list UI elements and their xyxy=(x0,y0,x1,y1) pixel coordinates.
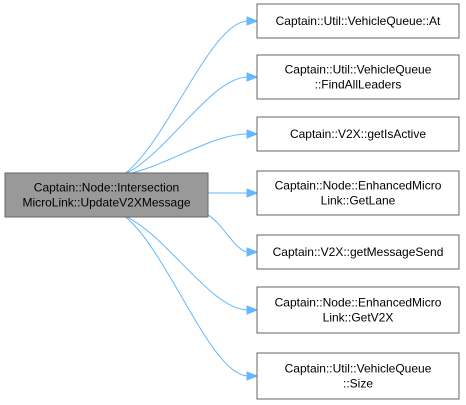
callee-node-5-label-line-1: Captain::V2X::getMessageSend xyxy=(273,245,444,259)
callee-node-5[interactable]: Captain::V2X::getMessageSend xyxy=(256,234,460,270)
source-function-node[interactable]: Captain::Node::IntersectionMicroLink::Up… xyxy=(4,172,209,218)
call-edge-6 xyxy=(122,214,249,311)
callee-node-1[interactable]: Captain::Util::VehicleQueue::At xyxy=(256,3,460,39)
callee-node-2-label-line-1: Captain::Util::VehicleQueue xyxy=(285,63,432,77)
call-edge-2 xyxy=(122,76,249,176)
call-edge-arrowhead-7 xyxy=(246,371,259,381)
source-function-node-label-line-2: MicroLink::UpdateV2XMessage xyxy=(22,196,190,210)
call-edge-arrowhead-2 xyxy=(246,72,259,82)
call-edge-3 xyxy=(122,133,249,176)
callee-node-3-box xyxy=(256,116,460,152)
callee-node-1-box xyxy=(256,3,460,39)
callee-node-7[interactable]: Captain::Util::VehicleQueue::Size xyxy=(256,352,460,400)
callee-node-2[interactable]: Captain::Util::VehicleQueue::FindAllLead… xyxy=(256,54,460,100)
call-edge-arrowhead-5 xyxy=(246,247,259,257)
callee-node-6-box xyxy=(256,286,460,334)
callee-node-6-label-line-2: Link::GetV2X xyxy=(323,311,394,325)
source-function-node-box xyxy=(4,172,209,218)
call-edge-5 xyxy=(207,214,249,253)
call-edges xyxy=(122,16,259,381)
source-function-node-label-line-1: Captain::Node::Intersection xyxy=(34,181,179,195)
call-edge-arrowhead-3 xyxy=(246,129,259,139)
callee-node-3-label-line-1: Captain::V2X::getIsActive xyxy=(290,127,426,141)
callee-node-1-label-line-1: Captain::Util::VehicleQueue::At xyxy=(276,14,441,28)
callee-node-2-label-line-2: ::FindAllLeaders xyxy=(315,78,402,92)
callee-node-4[interactable]: Captain::Node::EnhancedMicroLink::GetLan… xyxy=(256,170,460,216)
call-edge-arrowhead-4 xyxy=(246,188,259,198)
call-edge-arrowhead-6 xyxy=(246,305,259,315)
function-nodes: Captain::Node::IntersectionMicroLink::Up… xyxy=(4,3,460,400)
call-edge-1 xyxy=(122,20,249,176)
callee-node-7-label-line-2: ::Size xyxy=(343,377,373,391)
callee-node-3[interactable]: Captain::V2X::getIsActive xyxy=(256,116,460,152)
call-edge-arrowhead-1 xyxy=(246,16,259,26)
callee-node-4-box xyxy=(256,170,460,216)
callee-node-4-label-line-2: Link::GetLane xyxy=(321,194,396,208)
callee-node-7-box xyxy=(256,352,460,400)
call-edge-7 xyxy=(122,214,249,377)
callee-node-7-label-line-1: Captain::Util::VehicleQueue xyxy=(285,362,432,376)
callee-node-5-box xyxy=(256,234,460,270)
callee-node-6-label-line-1: Captain::Node::EnhancedMicro xyxy=(275,296,442,310)
callee-node-4-label-line-1: Captain::Node::EnhancedMicro xyxy=(275,179,442,193)
callee-node-2-box xyxy=(256,54,460,100)
